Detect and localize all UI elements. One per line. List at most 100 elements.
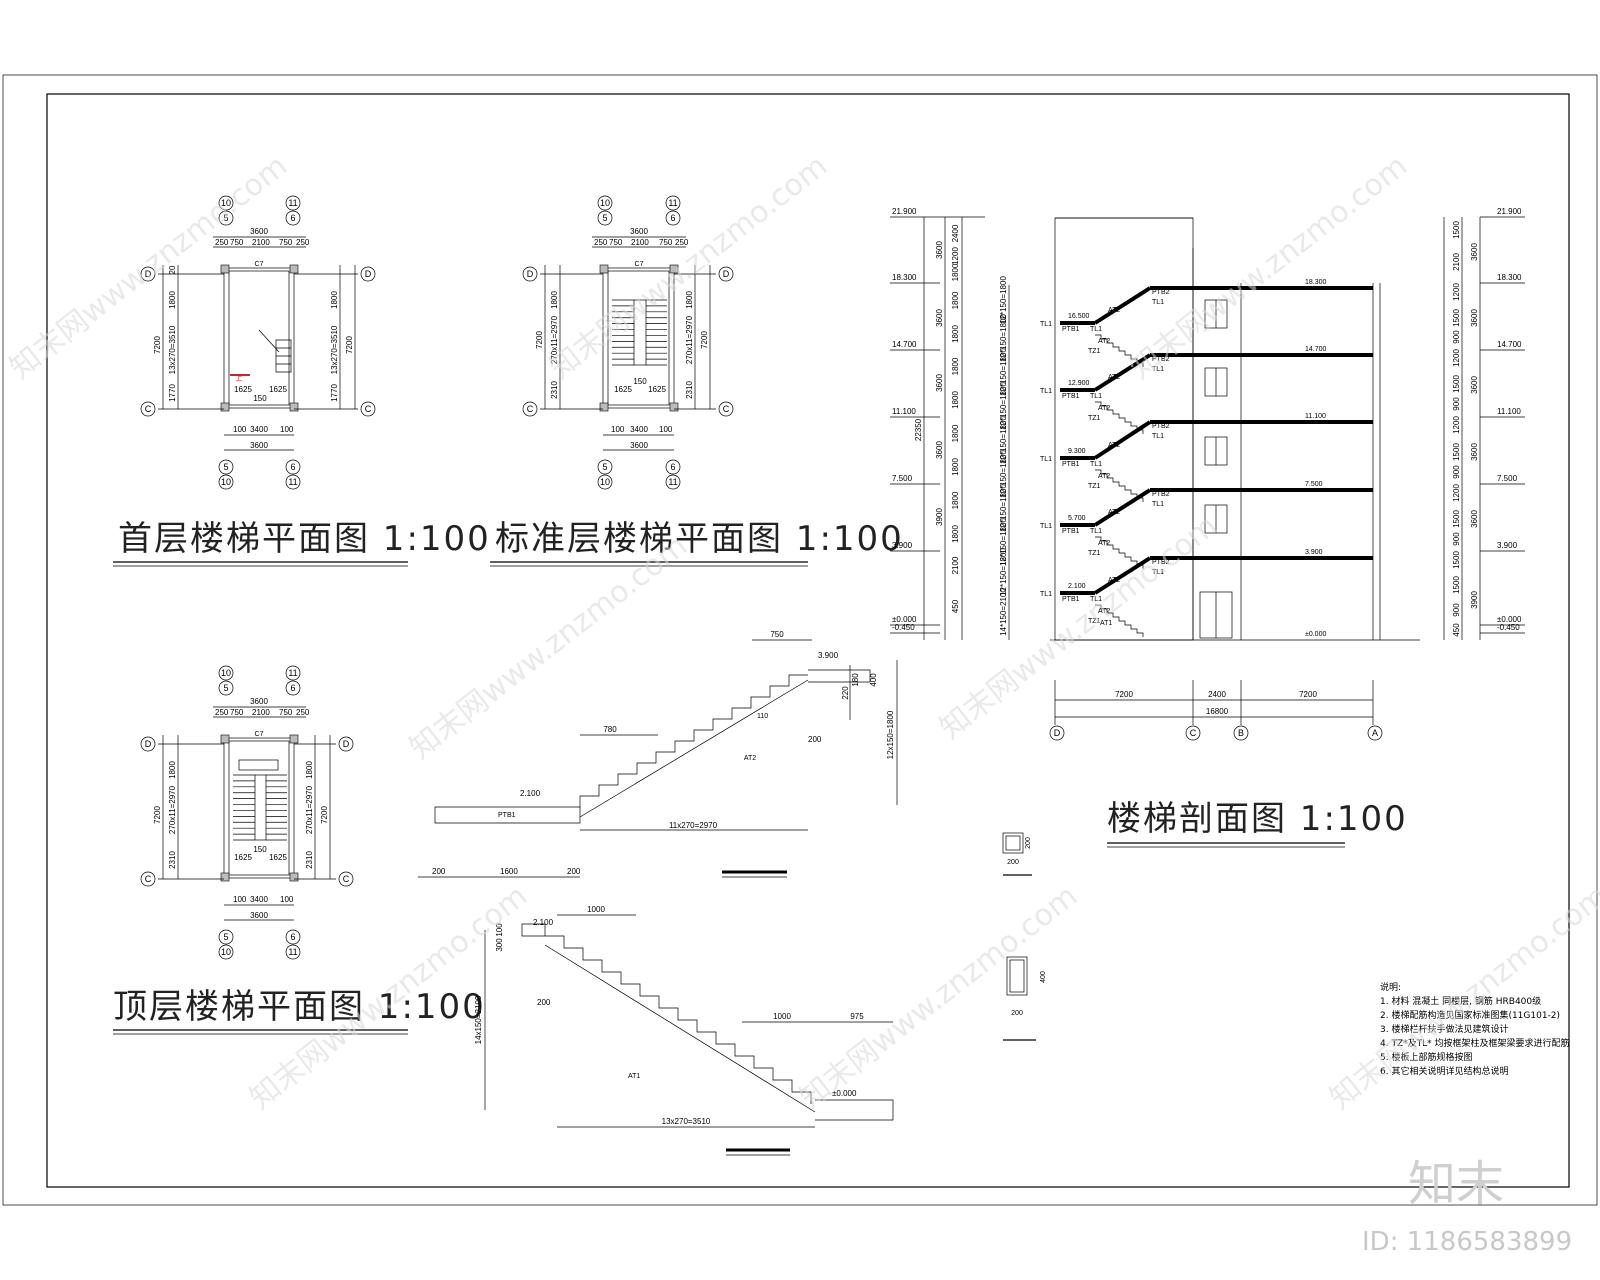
dimension-label: 2400 <box>951 224 960 242</box>
dimension-label: 14*150=2100 <box>999 588 1008 636</box>
svg-text:100: 100 <box>233 895 247 904</box>
svg-text:6: 6 <box>290 462 295 472</box>
dimension-label: 1500 <box>1452 443 1461 461</box>
svg-text:3600: 3600 <box>250 227 268 236</box>
dimension-label: 3600 <box>1470 243 1479 261</box>
svg-text:3600: 3600 <box>250 441 268 450</box>
column-label: TZ1 <box>1088 415 1101 422</box>
svg-text:780: 780 <box>603 725 617 734</box>
stair-flight <box>1093 420 1152 460</box>
dimension-label: 1200 <box>1452 484 1461 502</box>
svg-text:11: 11 <box>668 477 677 487</box>
dimension-label: 900 <box>1452 603 1461 617</box>
inner-frame <box>46 93 1570 1188</box>
svg-text:1625: 1625 <box>269 385 287 394</box>
svg-text:1800: 1800 <box>168 761 177 779</box>
elevation-label: 14.700 <box>892 340 917 349</box>
outer-frame <box>2 74 1598 1206</box>
svg-text:C7: C7 <box>255 731 264 738</box>
svg-text:2400: 2400 <box>1208 690 1226 699</box>
svg-text:C: C <box>343 874 350 884</box>
svg-text:10: 10 <box>221 668 231 678</box>
svg-text:750: 750 <box>230 708 244 717</box>
svg-text:12x150=1800: 12x150=1800 <box>886 710 895 759</box>
beam-label: TL1 <box>1040 388 1052 395</box>
dimension-label: 1800 <box>951 391 960 409</box>
elevation-label: 3.900 <box>892 541 913 550</box>
dimension-label: 3600 <box>1470 376 1479 394</box>
svg-text:7200: 7200 <box>700 331 709 349</box>
stair-section: 18.300PTB2TL114.700PTB2TL111.100PTB2TL17… <box>890 207 1525 848</box>
stair-flight-steps <box>1095 401 1144 434</box>
dimension-label: 1800 <box>951 491 960 509</box>
column-label: TZ1 <box>1088 348 1101 355</box>
elevation-label: ±0.000 <box>1305 631 1326 638</box>
dimension-label: 3600 <box>1470 510 1479 528</box>
svg-text:5: 5 <box>602 213 607 223</box>
slab-label: PTB1 <box>1062 528 1080 535</box>
at1-steps <box>545 935 812 1104</box>
svg-text:150: 150 <box>633 377 647 386</box>
asset-id: ID: 1186583899 <box>1362 1227 1572 1257</box>
svg-text:10: 10 <box>600 198 610 208</box>
elevation-label: 3.900 <box>1305 549 1323 556</box>
svg-text:PTB1: PTB1 <box>498 812 516 819</box>
dimension-label: 3600 <box>1470 309 1479 327</box>
svg-text:975: 975 <box>850 1012 864 1021</box>
note-item: 4. TZ*及TL* 均按框架柱及框架梁要求进行配筋 <box>1380 1037 1569 1049</box>
stair-flight-steps <box>1095 604 1144 637</box>
flight-label: AT2 <box>1108 577 1120 584</box>
beam-label: TL1 <box>1152 366 1164 373</box>
svg-text:1800: 1800 <box>330 291 339 309</box>
svg-text:200: 200 <box>1025 837 1032 849</box>
flight-label: AT2 <box>1108 509 1120 516</box>
svg-text:270x11=2970: 270x11=2970 <box>305 785 314 834</box>
dimension-label: 3600 <box>935 309 944 327</box>
first-floor-plan-title: 首层楼梯平面图 1:100 <box>118 519 491 559</box>
svg-text:D: D <box>1054 728 1061 738</box>
column-label: TZ1 <box>1088 550 1101 557</box>
svg-text:250: 250 <box>296 238 310 247</box>
svg-text:3600: 3600 <box>630 441 648 450</box>
dimension-label: 12*150=1800 <box>999 314 1008 362</box>
dimension-label: 900 <box>1452 397 1461 411</box>
svg-text:2310: 2310 <box>305 851 314 869</box>
dimension-label: 1200 <box>951 247 960 265</box>
beam-label: TL1 <box>1152 433 1164 440</box>
svg-text:750: 750 <box>230 238 244 247</box>
svg-text:270x11=2970: 270x11=2970 <box>168 785 177 834</box>
dimension-label: 12*150=1800 <box>999 416 1008 464</box>
flight-label: AT2 <box>1108 307 1120 314</box>
dimension-label: 1500 <box>1452 510 1461 528</box>
slab-label: PTB1 <box>1062 393 1080 400</box>
note-item: 1. 材料 混凝土 同楼层, 钢筋 HRB400级 <box>1380 995 1541 1007</box>
svg-text:200: 200 <box>537 998 551 1007</box>
elevation-label: 21.900 <box>892 207 917 216</box>
svg-text:100: 100 <box>280 425 294 434</box>
dimension-label: 1800 <box>951 525 960 543</box>
svg-text:2310: 2310 <box>168 851 177 869</box>
dimension-label: 3600 <box>935 241 944 259</box>
svg-text:C7: C7 <box>635 261 644 268</box>
svg-text:250: 250 <box>296 708 310 717</box>
dimension-label: 2100 <box>1452 253 1461 271</box>
svg-text:5: 5 <box>602 462 607 472</box>
elevation-label: 7.500 <box>1305 481 1323 488</box>
svg-text:100: 100 <box>280 895 294 904</box>
svg-text:C: C <box>365 404 372 414</box>
svg-text:270x11=2970: 270x11=2970 <box>550 315 559 364</box>
dimension-label: 12*150=1800 <box>999 276 1008 324</box>
slab-label: PTB1 <box>1062 326 1080 333</box>
svg-text:1625: 1625 <box>614 385 632 394</box>
svg-text:3400: 3400 <box>250 895 268 904</box>
svg-text:13x270=3510: 13x270=3510 <box>168 325 177 374</box>
dimension-label: 12*150=1800 <box>999 484 1008 532</box>
elevation-label: 14.700 <box>1305 346 1327 353</box>
svg-text:7200: 7200 <box>1115 690 1133 699</box>
slab-label: PTB2 <box>1152 559 1170 566</box>
svg-text:200: 200 <box>1011 1010 1023 1017</box>
dimension-label: 1200 <box>1452 283 1461 301</box>
svg-text:13x270=3510: 13x270=3510 <box>662 1117 711 1126</box>
svg-text:1000: 1000 <box>773 1012 791 1021</box>
dimension-label: 3900 <box>935 508 944 526</box>
